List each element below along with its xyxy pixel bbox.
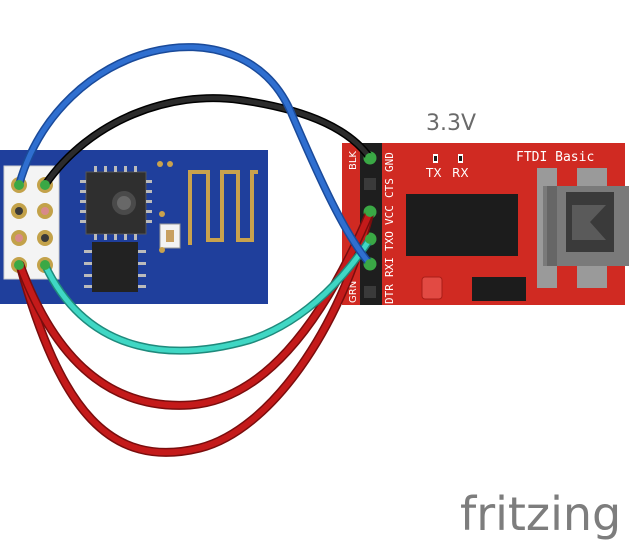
- ftdi-regulator: [472, 277, 526, 301]
- ftdi-pin-cts: [364, 178, 376, 190]
- esp01-module: [0, 150, 268, 304]
- ftdi-title: FTDI Basic: [516, 150, 594, 165]
- wire-endpoints: [14, 153, 375, 270]
- esp01-pin-right-3: [37, 230, 53, 246]
- ftdi-pin-label-rxi: RXI: [383, 257, 396, 277]
- pcb-antenna-trace: [188, 170, 258, 245]
- esp01-pin-left-2: [11, 203, 27, 219]
- ftdi-small-component: [421, 276, 443, 300]
- rx-label: RX: [452, 166, 469, 180]
- ftdi-ic: [406, 194, 518, 256]
- usb-connector-icon: [537, 168, 629, 288]
- ftdi-pin-label-gnd: GND: [383, 152, 396, 172]
- fritzing-logo: fritzing: [460, 487, 621, 541]
- ftdi-basic-board: BLK GRN GND CTS VCC TXO RXI DTR TX RX FT…: [342, 143, 629, 305]
- tx-label: TX: [425, 166, 442, 180]
- flash-chip: [92, 242, 138, 292]
- wires: [15, 43, 375, 457]
- ftdi-pin-label-dtr: DTR: [383, 284, 396, 304]
- esp01-pin-right-2: [37, 203, 53, 219]
- ftdi-pin-label-txo: TXO: [383, 231, 396, 251]
- rx-led-icon: [458, 154, 463, 163]
- tx-led-icon: [433, 154, 438, 163]
- ftdi-side-label-bottom: GRN: [348, 281, 359, 303]
- ftdi-pin-label-cts: CTS: [383, 178, 396, 198]
- ftdi-side-label-top: BLK: [348, 151, 359, 170]
- voltage-label: 3.3V: [426, 111, 476, 136]
- ftdi-pin-label-vcc: VCC: [383, 205, 396, 225]
- ftdi-pin-dtr: [364, 286, 376, 298]
- esp01-pin-left-3: [11, 230, 27, 246]
